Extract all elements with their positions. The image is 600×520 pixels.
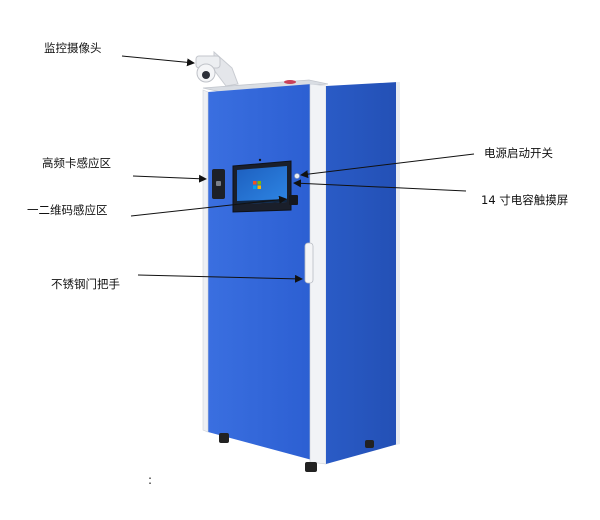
arrow-handle [137, 274, 303, 283]
camera-lens-dot [258, 158, 262, 162]
callout-arrows [121, 55, 475, 283]
power-button [294, 173, 300, 179]
label-qr-area: 一二维码感应区 [27, 203, 108, 217]
qr-scanner [289, 195, 298, 205]
arrow-screen [293, 179, 467, 192]
door-handle [304, 242, 314, 284]
label-touch-screen: 14 寸电容触摸屏 [481, 193, 569, 207]
camera [195, 50, 239, 87]
cabinet-side [326, 82, 398, 464]
label-camera: 监控摄像头 [44, 41, 102, 55]
top-indicator [284, 80, 296, 84]
stray-mark: : [148, 473, 153, 487]
touch-screen [232, 160, 292, 213]
casters [219, 433, 374, 472]
label-power-switch: 电源启动开关 [484, 146, 553, 160]
label-door-handle: 不锈钢门把手 [51, 277, 120, 291]
arrow-camera [121, 55, 195, 67]
label-rfid-area: 高频卡感应区 [42, 156, 111, 170]
arrow-power [300, 153, 475, 179]
arrow-qr [130, 195, 287, 217]
arrow-rfid [132, 174, 207, 183]
rfid-reader [212, 169, 225, 199]
cabinet-front [208, 84, 312, 460]
side-back-edge [396, 82, 400, 445]
front-left-edge [202, 89, 209, 433]
cabinet-top [202, 79, 329, 93]
